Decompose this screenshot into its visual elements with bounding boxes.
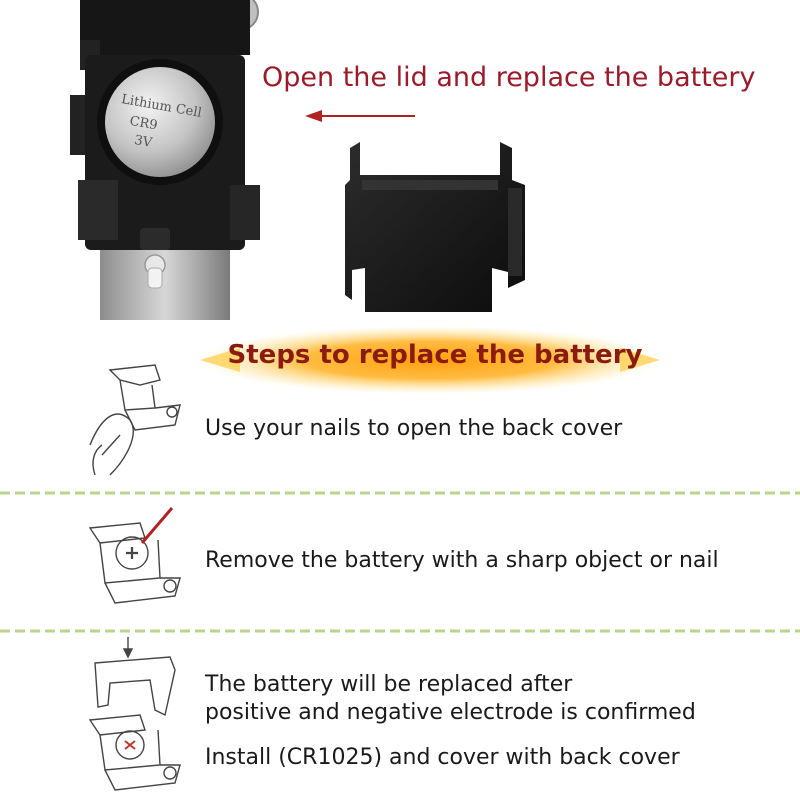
divider-2 — [0, 629, 800, 633]
tool-icon — [140, 507, 174, 544]
battery-photo — [105, 67, 215, 177]
back-cover-photo — [345, 142, 525, 312]
step2-text: Remove the battery with a sharp object o… — [205, 548, 719, 573]
step3-text-line2: positive and negative electrode is confi… — [205, 700, 696, 725]
step3-text-line1: The battery will be replaced after — [205, 672, 573, 697]
device-photo: Lithium Cell CR9 3V — [70, 0, 260, 320]
divider-1 — [0, 491, 800, 495]
step1-illustration — [89, 364, 181, 476]
banner-glow — [200, 326, 660, 394]
step3-text-line3: Install (CR1025) and cover with back cov… — [205, 745, 680, 770]
step2-illustration — [88, 507, 181, 604]
battery-label-line2: CR9 — [128, 114, 158, 134]
hero-photo: Lithium Cell CR9 3V — [70, 0, 525, 320]
negative-mark-icon — [124, 740, 136, 750]
hero-caption: Open the lid and replace the battery — [262, 62, 756, 93]
step3-illustration — [88, 637, 181, 791]
step1-text: Use your nails to open the back cover — [205, 416, 623, 441]
battery-label-line3: 3V — [133, 133, 154, 151]
banner-title: Steps to replace the battery — [227, 340, 643, 370]
left-arrow-icon — [305, 110, 415, 122]
